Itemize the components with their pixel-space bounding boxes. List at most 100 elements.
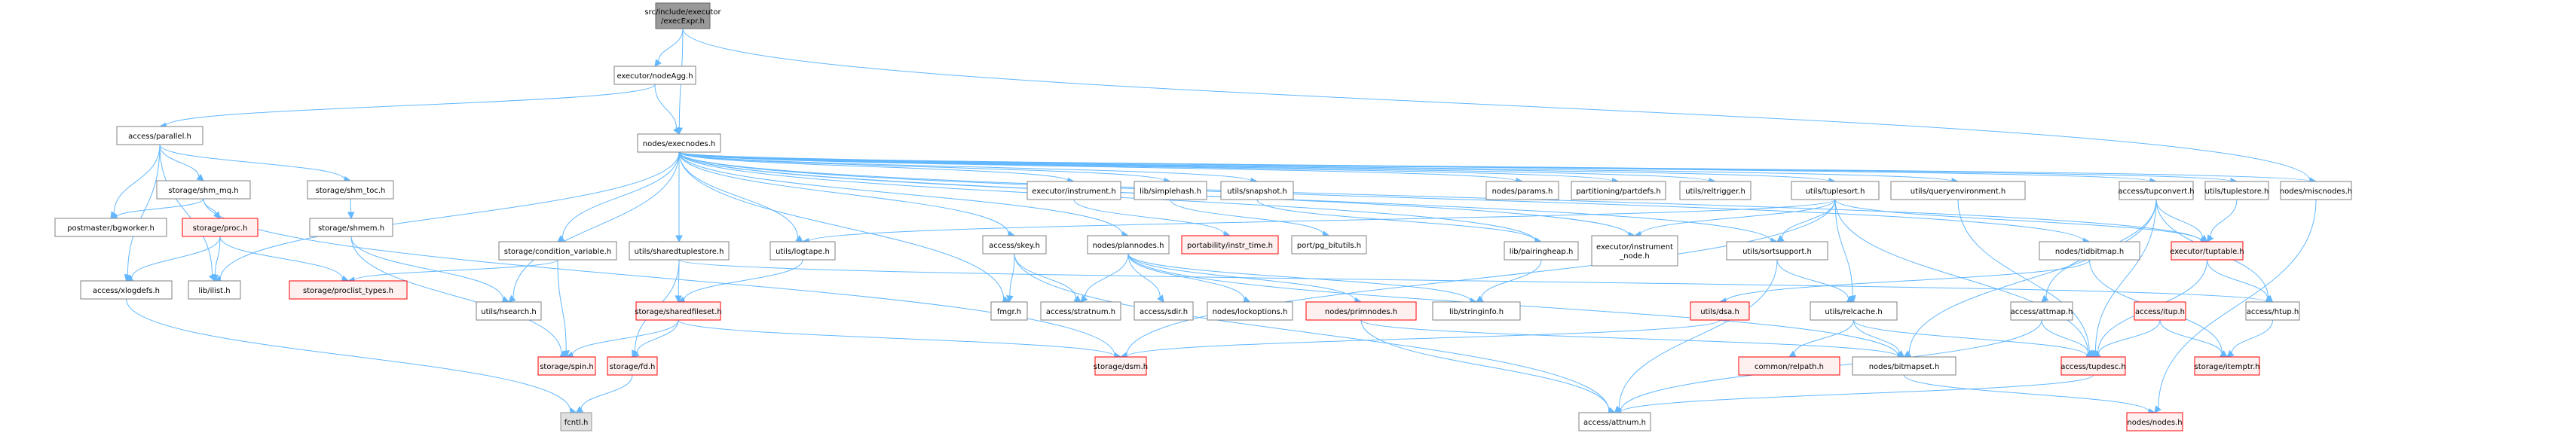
node-queryenv[interactable]: utils/queryenvironment.h [1890, 181, 2026, 200]
node-label: utils/sharedtuplestore.h [635, 248, 724, 256]
node-instrument[interactable]: executor/instrument.h [1026, 181, 1121, 200]
node-stratnum[interactable]: access/stratnum.h [1040, 301, 1121, 321]
node-plannodes[interactable]: nodes/plannodes.h [1087, 235, 1170, 255]
node-condvar[interactable]: storage/condition_variable.h [498, 241, 617, 261]
node-bgworker[interactable]: postmaster/bgworker.h [54, 218, 167, 237]
node-tuplesort[interactable]: utils/tuplesort.h [1791, 181, 1880, 200]
node-sortsupport[interactable]: utils/sortsupport.h [1726, 241, 1828, 261]
edge-line [1360, 319, 1610, 411]
node-bitmapset[interactable]: nodes/bitmapset.h [1852, 356, 1956, 376]
arrowhead-icon [2154, 405, 2161, 413]
node-stringinfo[interactable]: lib/stringinfo.h [1432, 301, 1521, 321]
dependency-edge-execnodes-to-ilist [213, 151, 680, 283]
node-sharedtuplestore[interactable]: utils/sharedtuplestore.h [629, 241, 730, 261]
node-partdefs[interactable]: partitioning/partdefs.h [1571, 181, 1666, 200]
dependency-edge-plannodes-to-lockoptions [1127, 253, 1251, 303]
node-pairingheap[interactable]: lib/pairingheap.h [1504, 241, 1579, 261]
edge-line [1834, 199, 2202, 242]
node-spin[interactable]: storage/spin.h [537, 356, 596, 376]
node-tuptable[interactable]: executor/tuptable.h [2170, 241, 2244, 261]
node-nodes[interactable]: nodes/nodes.h [2126, 412, 2183, 431]
node-attmap[interactable]: access/attmap.h [2010, 301, 2073, 321]
node-shmem[interactable]: storage/shmem.h [309, 218, 393, 237]
arrowhead-icon [557, 235, 565, 242]
node-execnodes[interactable]: nodes/execnodes.h [637, 133, 721, 153]
dependency-edge-bitmapset-to-nodes [1904, 374, 2156, 416]
node-shm_toc[interactable]: storage/shm_toc.h [307, 180, 394, 200]
node-box [289, 280, 408, 300]
dependency-edge-skey-to-attnum [1014, 253, 1616, 415]
node-box [1690, 301, 1750, 321]
arrowhead-icon [2085, 350, 2094, 358]
node-simplehash[interactable]: lib/simplehash.h [1134, 181, 1207, 200]
node-itemptr[interactable]: storage/itemptr.h [2194, 356, 2260, 376]
node-tidbitmap[interactable]: nodes/tidbitmap.h [2039, 241, 2140, 261]
edge-line [678, 151, 1953, 182]
node-params[interactable]: nodes/params.h [1485, 181, 1559, 200]
edge-line [1620, 374, 2094, 413]
node-parallel[interactable]: access/parallel.h [116, 126, 203, 145]
node-lockoptions[interactable]: nodes/lockoptions.h [1207, 301, 1293, 321]
node-fmgr[interactable]: fmgr.h [990, 301, 1028, 321]
node-label: src/include/executor [644, 8, 721, 17]
node-label: access/tupconvert.h [2118, 188, 2194, 196]
dependency-edge-plannodes-to-stringinfo [1127, 253, 1478, 305]
node-nodeAgg[interactable]: executor/nodeAgg.h [613, 66, 696, 85]
edge-line [1640, 199, 1836, 235]
node-attnum[interactable]: access/attnum.h [1578, 412, 1651, 431]
node-hsearch[interactable]: utils/hsearch.h [476, 301, 542, 321]
node-pg_bitutils[interactable]: port/pg_bitutils.h [1291, 235, 1367, 255]
node-tupdesc[interactable]: access/tupdesc.h [2060, 356, 2126, 376]
edge-line [1360, 319, 1899, 357]
edge-line [350, 236, 504, 300]
node-skey[interactable]: access/skey.h [982, 235, 1047, 255]
node-instr_time[interactable]: portability/instr_time.h [1181, 235, 1279, 255]
node-ilist[interactable]: lib/ilist.h [188, 280, 241, 300]
node-relcache[interactable]: utils/relcache.h [1810, 301, 1898, 321]
node-relpath[interactable]: common/relpath.h [1738, 356, 1840, 376]
node-fcntl[interactable]: fcntl.h [560, 412, 592, 431]
node-tuplestore[interactable]: utils/tuplestore.h [2204, 181, 2269, 200]
arrowhead-icon [575, 406, 584, 413]
node-itup[interactable]: access/itup.h [2134, 301, 2186, 321]
node-box [498, 241, 617, 261]
node-htup[interactable]: access/htup.h [2245, 301, 2300, 321]
arrowhead-icon [1073, 295, 1081, 303]
node-fd[interactable]: storage/fd.h [607, 356, 658, 376]
node-reltrigger[interactable]: utils/reltrigger.h [1679, 181, 1751, 200]
node-box [1087, 235, 1170, 255]
edge-line [350, 236, 562, 355]
node-proc[interactable]: storage/proc.h [182, 218, 259, 237]
edge-line [2159, 319, 2223, 355]
edge-line [1170, 199, 1324, 235]
edge-line [658, 28, 684, 62]
dependency-edge-parallel-to-bgworker [110, 144, 161, 219]
node-box [1181, 235, 1279, 255]
node-tupconvert[interactable]: access/tupconvert.h [2118, 181, 2195, 200]
node-box [637, 133, 721, 153]
node-xlogdefs[interactable]: access/xlogdefs.h [80, 280, 173, 300]
node-primnodes[interactable]: nodes/primnodes.h [1305, 301, 1417, 321]
edge-line [113, 144, 161, 214]
node-miscnodes[interactable]: nodes/miscnodes.h [2280, 181, 2352, 200]
node-shm_mq[interactable]: storage/shm_mq.h [156, 180, 251, 200]
edge-line [572, 319, 679, 355]
node-instrument_node[interactable]: executor/instrument_node.h [1591, 235, 1678, 267]
edge-line [1256, 199, 1536, 242]
node-sdir[interactable]: access/sdir.h [1134, 301, 1194, 321]
dependency-edge-skey-to-stratnum [1014, 253, 1081, 303]
node-sharedfileset[interactable]: storage/sharedfileset.h [635, 301, 722, 321]
node-proclist_types[interactable]: storage/proclist_types.h [289, 280, 408, 300]
node-logtape[interactable]: utils/logtape.h [769, 241, 836, 261]
node-dsa[interactable]: utils/dsa.h [1690, 301, 1750, 321]
node-label: utils/tuplesort.h [1806, 188, 1865, 196]
node-dsm[interactable]: storage/dsm.h [1094, 356, 1148, 376]
dependency-edge-fd-to-fcntl [575, 374, 633, 413]
edge-line [1073, 199, 1225, 235]
edge-line [1725, 259, 2090, 302]
dependency-edge-sharedfileset-to-spin [565, 319, 679, 358]
dependency-edge-simplehash-to-pg_bitutils [1170, 199, 1330, 238]
node-execExpr[interactable]: src/include/executor/execExpr.h [644, 2, 722, 29]
node-snapshot[interactable]: utils/snapshot.h [1220, 181, 1294, 200]
dependency-edge-execnodes-to-logtape [678, 151, 803, 242]
